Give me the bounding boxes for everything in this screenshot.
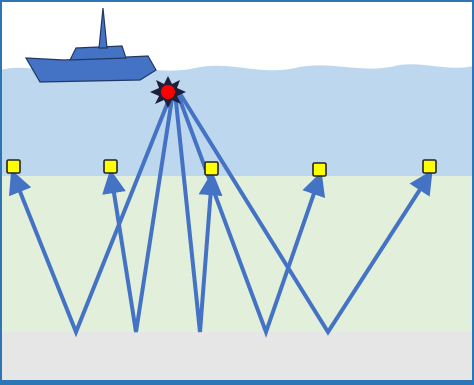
ship-cabin	[69, 45, 127, 61]
sensor-square-icon	[312, 162, 327, 177]
ray-path-1	[8, 91, 174, 338]
water-layer	[0, 64, 474, 176]
explosion-burst-icon	[150, 76, 186, 108]
ray-path-3	[173, 91, 223, 333]
sensor-square-icon	[103, 159, 118, 174]
burst-core	[161, 85, 175, 99]
ray-path-5	[177, 90, 433, 336]
ray-path-2	[102, 91, 175, 333]
bottom-rule	[0, 380, 474, 385]
survey-ship-icon	[24, 7, 157, 83]
sensor-square-icon	[422, 159, 437, 174]
sensors	[6, 159, 437, 177]
subsurface-reflector-layer	[0, 332, 474, 381]
ship-mast	[98, 7, 108, 49]
sensor-square-icon	[204, 161, 219, 176]
sensor-square-icon	[6, 159, 21, 174]
ship-hull	[24, 55, 157, 83]
